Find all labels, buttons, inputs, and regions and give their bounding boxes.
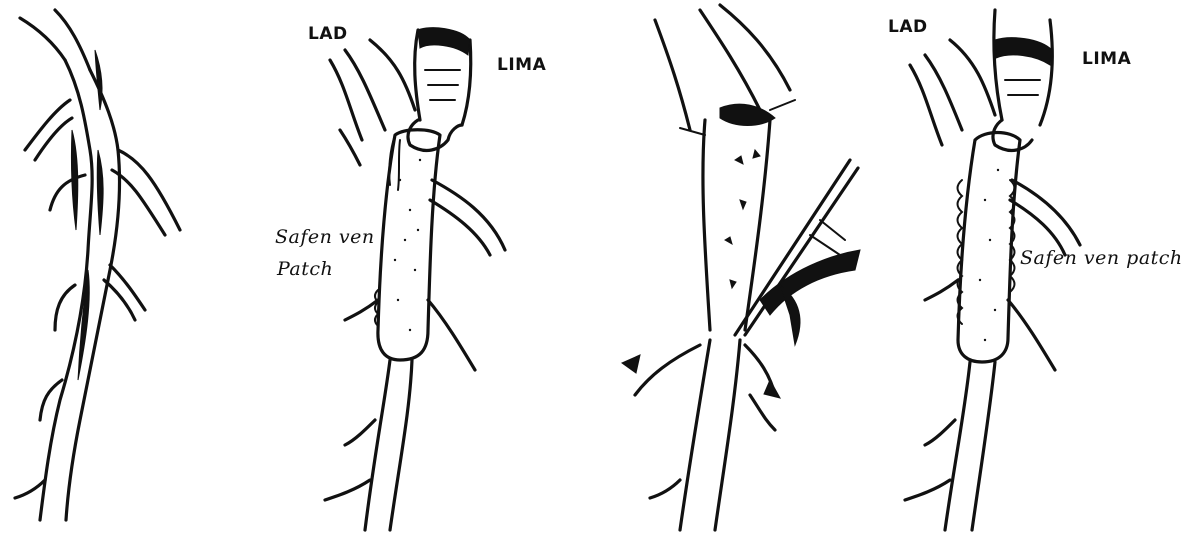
label-patch-panel-2: Patch [277,258,333,280]
label-lima-panel-2: LIMA [497,55,546,75]
label-lad-panel-2: LAD [308,24,348,44]
panel-1-diseased-artery [15,10,180,520]
label-safen-ven-patch-panel-4: Safen ven patch [1020,247,1183,269]
panel-3-endarterectomy [622,5,860,530]
panel-2-lima-with-patch [325,28,505,530]
label-lima-panel-4: LIMA [1082,49,1131,69]
panel-4-completed-reconstruction [905,10,1080,530]
label-safen-ven-panel-2: Safen ven [275,226,375,248]
label-lad-panel-4: LAD [888,17,928,37]
